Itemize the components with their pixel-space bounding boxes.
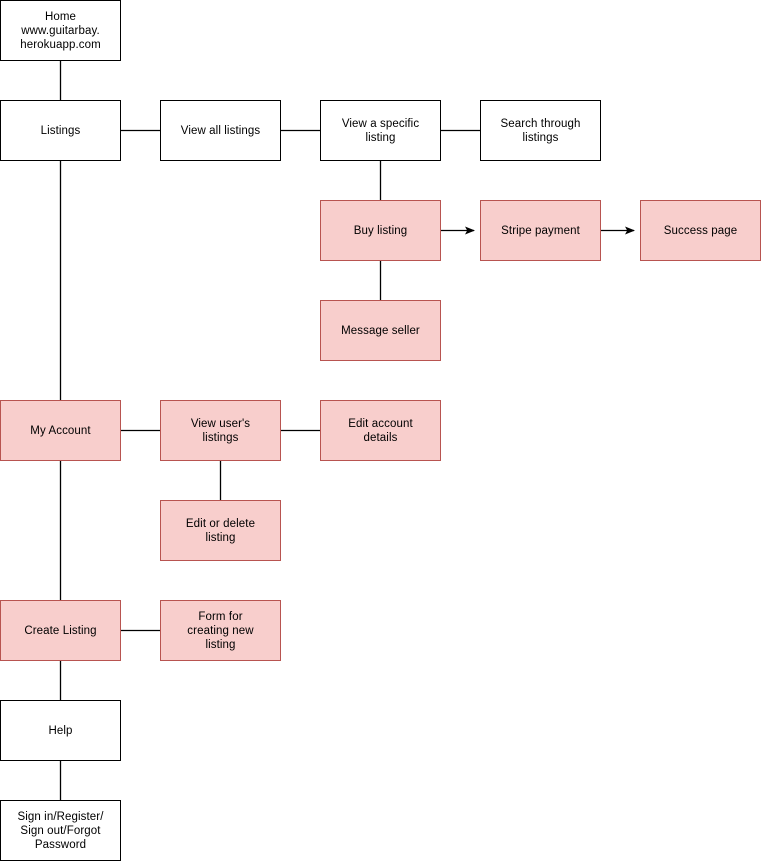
node-stripe-payment[interactable]: Stripe payment (480, 200, 601, 261)
node-label-help: Help (48, 724, 73, 737)
node-label-view-all-listings: View all listings (180, 124, 261, 137)
node-sign-in-register[interactable]: Sign in/Register/ Sign out/Forgot Passwo… (0, 800, 121, 861)
node-label-my-account: My Account (30, 424, 91, 437)
node-label-view-users-listings: View user's listings (190, 417, 251, 444)
node-my-account[interactable]: My Account (0, 400, 121, 461)
node-search-through-listings[interactable]: Search through listings (480, 100, 601, 161)
node-label-message-seller: Message seller (341, 324, 420, 337)
node-label-search-through-listings: Search through listings (500, 117, 581, 144)
node-label-home: Home www.guitarbay. herokuapp.com (20, 10, 101, 51)
node-label-success-page: Success page (663, 224, 738, 237)
node-label-form-creating-new-listing: Form for creating new listing (187, 610, 254, 651)
node-label-listings: Listings (40, 124, 81, 137)
node-edit-account-details[interactable]: Edit account details (320, 400, 441, 461)
node-listings[interactable]: Listings (0, 100, 121, 161)
node-form-creating-new-listing[interactable]: Form for creating new listing (160, 600, 281, 661)
node-help[interactable]: Help (0, 700, 121, 761)
node-edit-or-delete-listing[interactable]: Edit or delete listing (160, 500, 281, 561)
node-home[interactable]: Home www.guitarbay. herokuapp.com (0, 0, 121, 61)
node-success-page[interactable]: Success page (640, 200, 761, 261)
node-label-edit-or-delete-listing: Edit or delete listing (185, 517, 256, 544)
node-label-create-listing: Create Listing (24, 624, 97, 637)
node-view-users-listings[interactable]: View user's listings (160, 400, 281, 461)
node-label-edit-account-details: Edit account details (348, 417, 413, 444)
node-view-all-listings[interactable]: View all listings (160, 100, 281, 161)
node-label-buy-listing: Buy listing (353, 224, 408, 237)
node-message-seller[interactable]: Message seller (320, 300, 441, 361)
node-view-specific-listing[interactable]: View a specific listing (320, 100, 441, 161)
node-buy-listing[interactable]: Buy listing (320, 200, 441, 261)
node-label-sign-in-register: Sign in/Register/ Sign out/Forgot Passwo… (17, 810, 104, 851)
node-label-view-specific-listing: View a specific listing (341, 117, 420, 144)
node-create-listing[interactable]: Create Listing (0, 600, 121, 661)
node-label-stripe-payment: Stripe payment (501, 224, 580, 237)
